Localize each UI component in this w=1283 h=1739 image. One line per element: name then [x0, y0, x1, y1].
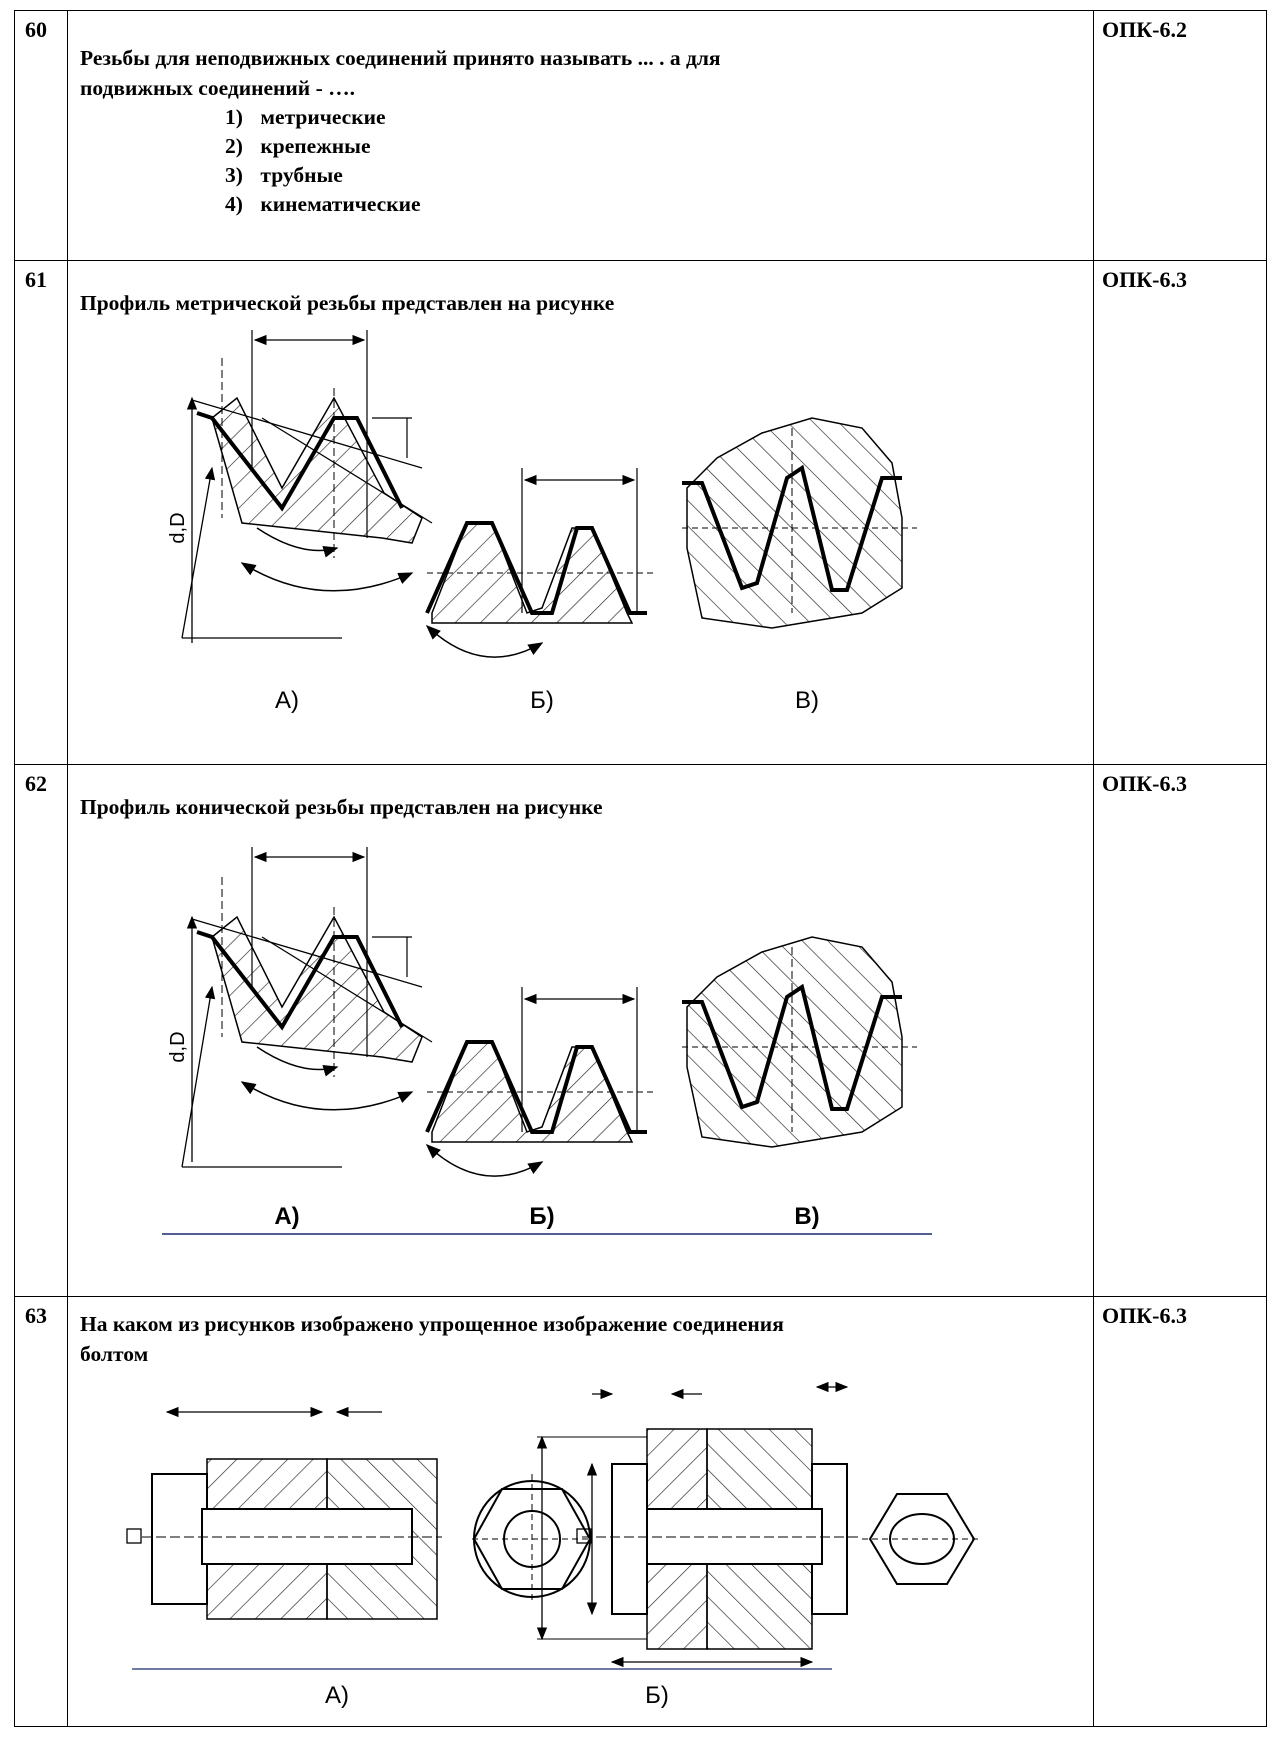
answer-option: 1) метрические [225, 105, 386, 129]
figure-a-label: А) [274, 1203, 299, 1230]
question-text: болтом [80, 1342, 149, 1366]
figure-c-thread: В) [682, 417, 917, 714]
competence-code: ОПК-6.3 [1102, 1303, 1188, 1328]
answer-option: 4) кинематические [225, 192, 421, 216]
nut-top-view [472, 1474, 592, 1604]
question-row: 60 Резьбы для неподвижных соединений при… [14, 10, 1267, 261]
bolt-connection-figure: А) [126, 1381, 982, 1709]
thread-profiles-figure: d,D А) Б) [162, 847, 932, 1235]
question-text: Профиль метрической резьбы представлен н… [80, 291, 615, 315]
figure-a-metric-thread: d,D А) [167, 330, 433, 714]
question-number: 61 [25, 267, 47, 292]
figure-b-label: Б) [529, 1203, 554, 1230]
diameter-label: d,D [167, 512, 189, 543]
figure-b-thread: Б) [425, 468, 657, 714]
figure-b-bolt: Б) [536, 1381, 862, 1709]
nut-end-view [862, 1493, 982, 1585]
figure-a-label: А) [325, 1682, 349, 1709]
competence-code: ОПК-6.3 [1102, 267, 1188, 292]
question-number: 62 [25, 771, 47, 796]
question-row: 61 Профиль метрической резьбы представле… [14, 260, 1267, 765]
thread-profiles-figure: d,D А) Б) [167, 330, 917, 714]
figure-a-label: А) [275, 687, 299, 714]
figure-a-bolt: А) [126, 1406, 832, 1709]
question-row: 63 На каком из рисунков изображено упрощ… [14, 1296, 1267, 1727]
figure-c-label: В) [795, 687, 819, 714]
figure-c-label: В) [794, 1203, 819, 1230]
competence-code: ОПК-6.2 [1102, 17, 1188, 42]
figure-c-thread: В) [682, 936, 917, 1230]
answer-option: 3) трубные [225, 163, 343, 187]
questions-table: 60 Резьбы для неподвижных соединений при… [14, 10, 1267, 1727]
question-number: 63 [25, 1303, 47, 1328]
competence-code: ОПК-6.3 [1102, 771, 1188, 796]
question-number: 60 [25, 17, 47, 42]
question-text: Профиль конической резьбы представлен на… [80, 795, 603, 819]
figure-b-label: Б) [645, 1682, 669, 1709]
question-text: подвижных соединений - …. [80, 76, 355, 100]
figure-a-conical-thread: d,D А) [167, 847, 433, 1230]
question-text: На каком из рисунков изображено упрощенн… [80, 1312, 784, 1336]
answer-option: 2) крепежные [225, 134, 371, 158]
question-row: 62 Профиль конической резьбы представлен… [14, 764, 1267, 1297]
diameter-label: d,D [167, 1031, 189, 1062]
figure-b-thread: Б) [425, 987, 657, 1230]
answer-options: 1) метрические 2) крепежные 3) трубные 4… [80, 103, 1093, 219]
figure-b-label: Б) [530, 687, 554, 714]
question-text: Резьбы для неподвижных соединений принят… [80, 46, 721, 70]
